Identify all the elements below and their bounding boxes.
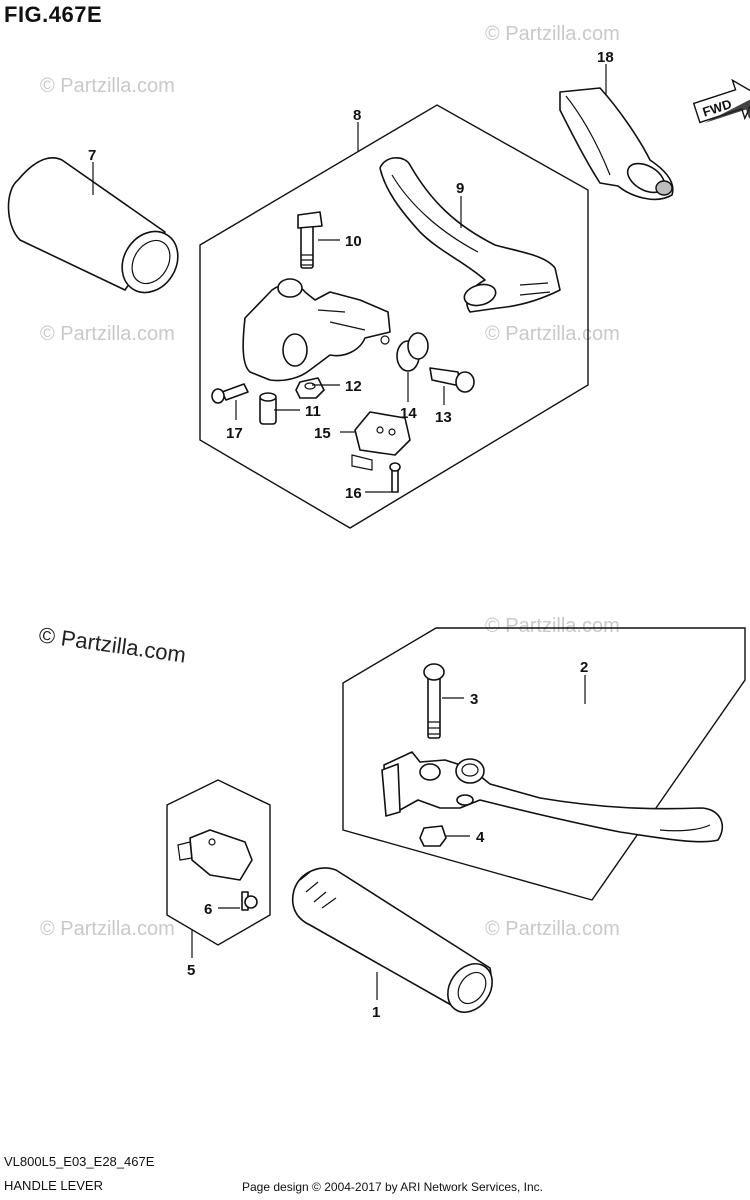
- page-credit: Page design © 2004-2017 by ARI Network S…: [242, 1180, 544, 1194]
- watermark: © Partzilla.com: [40, 323, 175, 345]
- callout-13: 13: [435, 409, 452, 426]
- callout-10: 10: [345, 233, 362, 250]
- figure-title: FIG.467E: [4, 2, 103, 27]
- watermark: © Partzilla.com: [485, 615, 620, 637]
- watermark: © Partzilla.com: [485, 323, 620, 345]
- callout-17: 17: [226, 425, 243, 442]
- part-17-screw: [211, 383, 249, 404]
- callout-5: 5: [187, 962, 195, 979]
- part-18-lever-cover: [559, 87, 674, 201]
- callout-16: 16: [345, 485, 362, 502]
- part-7-grip: [7, 157, 179, 294]
- part-14-adjuster-wheel: [396, 332, 429, 372]
- callout-labels: 7 8 9 18 10 12 11 17 14 13 15 16 2 3 4 6…: [88, 49, 614, 1021]
- clutch-lever-bracket: [242, 278, 391, 382]
- watermark: © Partzilla.com: [40, 918, 175, 940]
- callout-15: 15: [314, 425, 331, 442]
- callout-6: 6: [204, 901, 212, 918]
- part-6-screw: [241, 891, 258, 911]
- part-3-pivot-bolt: [423, 663, 445, 739]
- callout-3: 3: [470, 691, 478, 708]
- part-16-screw: [389, 462, 401, 493]
- callout-18: 18: [597, 49, 614, 66]
- callout-9: 9: [456, 180, 464, 197]
- part-11-collar: [259, 392, 277, 425]
- leader-lines: [92, 64, 607, 1000]
- figure-name: HANDLE LEVER: [4, 1178, 103, 1193]
- assembly-frame-2: [342, 627, 746, 901]
- callout-4: 4: [476, 829, 485, 846]
- part-15-clutch-switch: [351, 411, 411, 471]
- callout-2: 2: [580, 659, 588, 676]
- figure-code: VL800L5_E03_E28_467E: [4, 1154, 155, 1169]
- part-12-nut: [295, 377, 325, 399]
- callout-14: 14: [400, 405, 417, 422]
- assembly-frame-5: [166, 779, 271, 946]
- part-4-nut: [419, 825, 447, 847]
- assembly-frame-8: [199, 104, 589, 529]
- fwd-direction-badge: FWD: [692, 78, 750, 124]
- part-5-brake-switch: [177, 829, 253, 881]
- watermark: © Partzilla.com: [40, 75, 175, 97]
- callout-11: 11: [305, 403, 321, 420]
- part-2-brake-lever: [381, 751, 724, 843]
- callout-7: 7: [88, 147, 96, 164]
- watermark-prominent: © Partzilla.com: [37, 622, 187, 667]
- part-10-pivot-bolt: [297, 211, 323, 269]
- callout-1: 1: [372, 1004, 380, 1021]
- part-9-clutch-lever: [379, 157, 561, 313]
- part-1-throttle-grip: [291, 867, 493, 1013]
- part-13-adjuster-bolt: [429, 367, 475, 393]
- watermark: © Partzilla.com: [485, 918, 620, 940]
- callout-12: 12: [345, 378, 362, 395]
- callout-8: 8: [353, 107, 361, 124]
- watermark: © Partzilla.com: [485, 23, 620, 45]
